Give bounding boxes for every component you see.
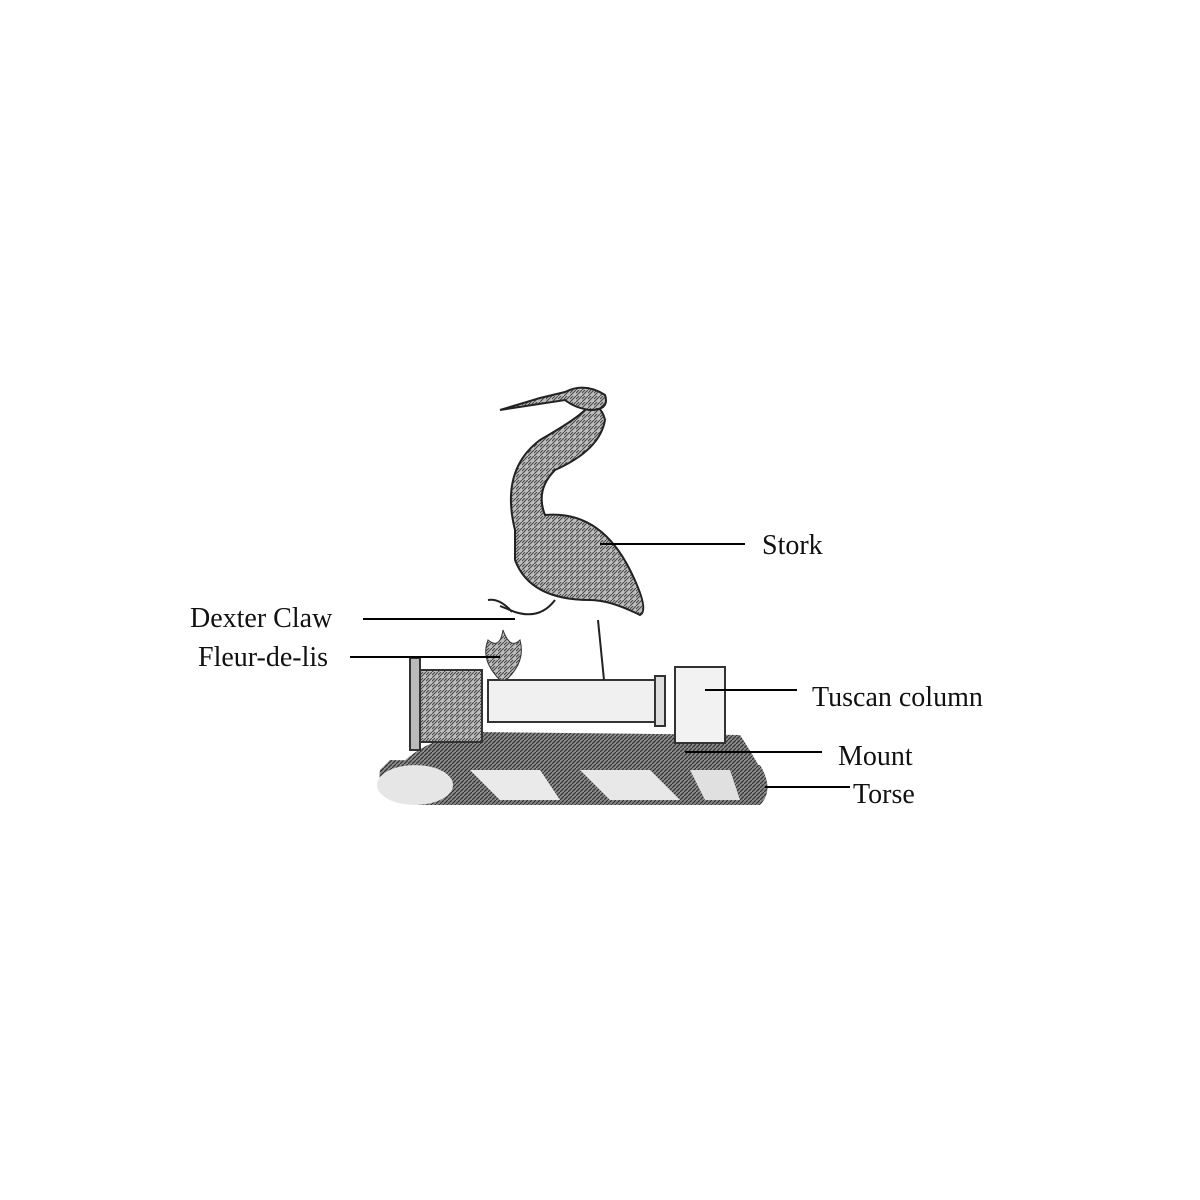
label-fleur-de-lis: Fleur-de-lis: [198, 642, 329, 673]
label-mount: Mount: [838, 741, 913, 772]
label-dexter-claw: Dexter Claw: [190, 603, 333, 634]
mount: [400, 732, 760, 768]
label-stork: Stork: [762, 530, 823, 561]
label-tuscan-column: Tuscan column: [812, 682, 983, 713]
torse: [377, 760, 768, 805]
label-torse: Torse: [853, 779, 915, 810]
stork: [487, 386, 645, 681]
leader-lines: [350, 543, 850, 788]
fleur-de-lis: [485, 629, 522, 681]
tuscan-column: [409, 657, 726, 751]
